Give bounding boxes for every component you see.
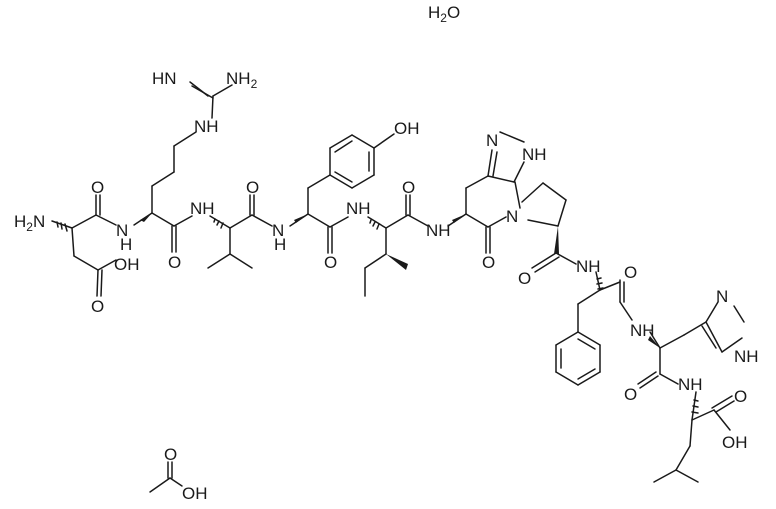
atom-labels: H2O H2N OH O O N H O NH HN NH2 NH O N H …	[14, 3, 759, 503]
his2-n-label: N	[716, 287, 728, 306]
his2-nh-label: NH	[630, 321, 655, 340]
acetic-oh-label: OH	[182, 484, 208, 503]
arg-o-label: O	[168, 253, 181, 272]
ile-nh-label: NH	[426, 221, 451, 240]
arg-imine-label: HN	[152, 69, 177, 88]
leu-o-label: O	[734, 387, 747, 406]
his2-ring-nh-label: NH	[734, 347, 759, 366]
his1-o-label: O	[482, 253, 495, 272]
acetic-o-label: O	[164, 445, 177, 464]
arg-nh-side-label: NH	[194, 117, 219, 136]
nterm-amine-label: H2N	[14, 212, 45, 234]
tyr-nh-label: NH	[346, 199, 371, 218]
val-nh-label: N	[272, 221, 284, 240]
bond-skeleton	[51, 81, 745, 493]
phe-o-label: O	[624, 263, 637, 282]
tyr-o-label: O	[324, 253, 337, 272]
arg-nh2-label: NH2	[226, 69, 258, 91]
arg-nh-label: NH	[190, 199, 215, 218]
val-o-label: O	[246, 178, 259, 197]
asp-o-side-label: O	[91, 297, 104, 316]
water-label: H2O	[428, 3, 460, 25]
his1-nh-label: NH	[522, 145, 547, 164]
his1-n-label: N	[486, 131, 498, 150]
val-nh-h-label: H	[274, 235, 286, 254]
asp-nh-label: N	[116, 221, 128, 240]
leu-oh-label: OH	[722, 433, 748, 452]
tyr-oh-label: OH	[394, 119, 420, 138]
leu-nh-label: NH	[678, 375, 703, 394]
pro-o-label: O	[518, 269, 531, 288]
stereo-bonds	[56, 213, 699, 414]
phe-nh-label: NH	[576, 257, 601, 276]
his2-o-label: O	[624, 385, 637, 404]
asp-o-carbonyl-label: O	[91, 178, 104, 197]
ile-o-label: O	[402, 178, 415, 197]
asp-oh-label: OH	[114, 255, 140, 274]
asp-nh-h-label: H	[120, 235, 132, 254]
pro-n-label: N	[506, 207, 518, 226]
